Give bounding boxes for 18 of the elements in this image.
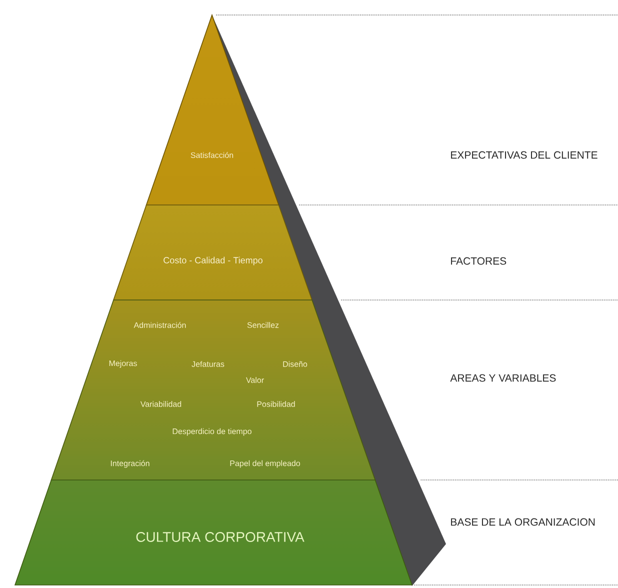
band-label: Satisfacción xyxy=(190,152,234,158)
band-label: CULTURA CORPORATIVA xyxy=(136,532,304,542)
band-label: Papel del empleado xyxy=(230,460,300,468)
band-label: Mejoras xyxy=(109,360,137,368)
level-label: FACTORES xyxy=(451,257,506,265)
band-label: Variabilidad xyxy=(140,401,182,407)
band-label: Desperdicio de tiempo xyxy=(172,428,252,436)
band-label: Valor xyxy=(246,377,264,383)
band-label: Administración xyxy=(134,322,186,328)
band-label: Posibilidad xyxy=(257,401,295,407)
level-label: AREAS Y VARIABLES xyxy=(450,374,556,382)
level-label: BASE DE LA ORGANIZACION xyxy=(451,518,595,526)
level-label: EXPECTATIVAS DEL CLIENTE xyxy=(451,151,598,159)
band-label: Sencillez xyxy=(247,322,279,328)
band-label: Jefaturas xyxy=(192,361,224,367)
band-label: Costo - Calidad - Tiempo xyxy=(164,256,262,266)
band-label: Diseño xyxy=(283,361,308,367)
band-label: Integración xyxy=(110,460,150,468)
